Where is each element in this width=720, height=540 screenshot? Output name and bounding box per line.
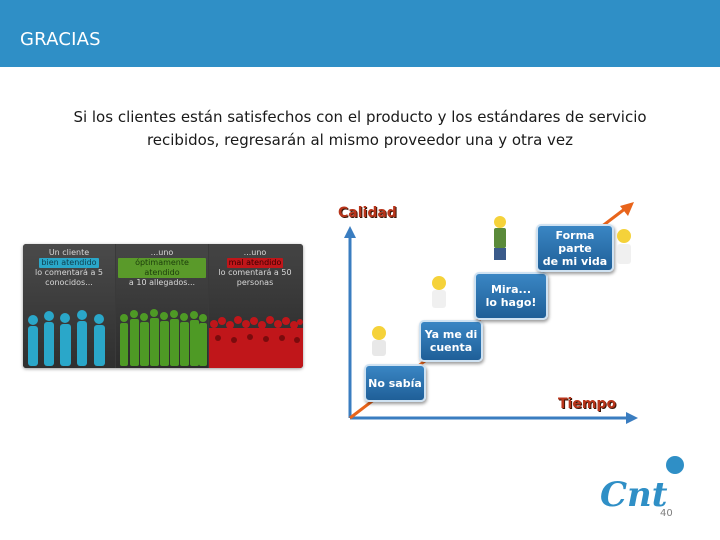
- panel-column-text: ...uno óptimamente atendido a 10 allegad…: [118, 248, 206, 288]
- people-silhouettes-green: [120, 309, 207, 366]
- slide-title: GRACIAS: [20, 29, 101, 50]
- step-label: No sabía: [368, 376, 422, 390]
- subtitle-line-1: Si los clientes están satisfechos con el…: [73, 108, 647, 126]
- x-axis-label: Tiempo: [558, 396, 617, 412]
- column-text-before: ...uno: [243, 248, 267, 257]
- step-mira-lo-hago: Mira... lo hago!: [474, 272, 548, 320]
- column-text-before: Un cliente: [48, 248, 90, 257]
- column-highlight: bien atendido: [39, 258, 99, 268]
- slide-subtitle: Si los clientes están satisfechos con el…: [40, 106, 680, 152]
- character-figure-icon: [372, 326, 386, 356]
- people-silhouettes-red: [209, 316, 303, 368]
- step-label-line2: cuenta: [429, 341, 473, 354]
- panel-column-badly-served: ...uno mal atendido lo comentará a 50 pe…: [209, 244, 303, 368]
- column-highlight: mal atendido: [226, 258, 284, 268]
- column-text-before: ...uno: [150, 248, 174, 257]
- character-figure-icon: [617, 229, 631, 264]
- title-bar: GRACIAS: [0, 0, 720, 67]
- step-label-line1: Ya me di: [424, 328, 478, 341]
- step-label-line1: Mira...: [490, 283, 532, 296]
- column-highlight: óptimamente atendido: [118, 258, 206, 278]
- customer-referral-image: Un cliente bien atendido lo comentará a …: [23, 244, 303, 368]
- step-label-line2: de mi vida: [542, 254, 608, 268]
- page-number: 40: [660, 508, 673, 519]
- character-figure-icon: [494, 216, 506, 260]
- cnt-logo: Cnt: [600, 456, 684, 514]
- column-text-after: lo comentará a 50 personas: [218, 268, 292, 287]
- step-forma-parte-de-mi-vida: Forma parte de mi vida: [536, 224, 614, 272]
- subtitle-line-2: recibidos, regresarán al mismo proveedor…: [146, 131, 574, 149]
- step-label-line1: Forma parte: [555, 228, 595, 255]
- panel-column-text: ...uno mal atendido lo comentará a 50 pe…: [211, 248, 299, 288]
- panel-column-well-served: Un cliente bien atendido lo comentará a …: [23, 244, 115, 368]
- step-ya-me-di-cuenta: Ya me di cuenta: [419, 320, 483, 362]
- step-no-sabia: No sabía: [364, 364, 426, 402]
- column-text-after: a 10 allegados...: [128, 278, 196, 287]
- svg-text:Cnt: Cnt: [600, 475, 668, 514]
- step-label-line2: lo hago!: [485, 296, 537, 309]
- quality-time-staircase-diagram: Calidad Tiempo No sabía Ya me di cuenta …: [330, 196, 640, 426]
- character-figure-icon: [432, 276, 446, 308]
- y-axis-label: Calidad: [338, 205, 397, 221]
- panel-column-text: Un cliente bien atendido lo comentará a …: [25, 248, 113, 288]
- column-text-after: lo comentará a 5 conocidos...: [34, 268, 104, 287]
- people-silhouettes-blue: [28, 310, 105, 366]
- panel-column-optimally-served: ...uno óptimamente atendido a 10 allegad…: [116, 244, 208, 368]
